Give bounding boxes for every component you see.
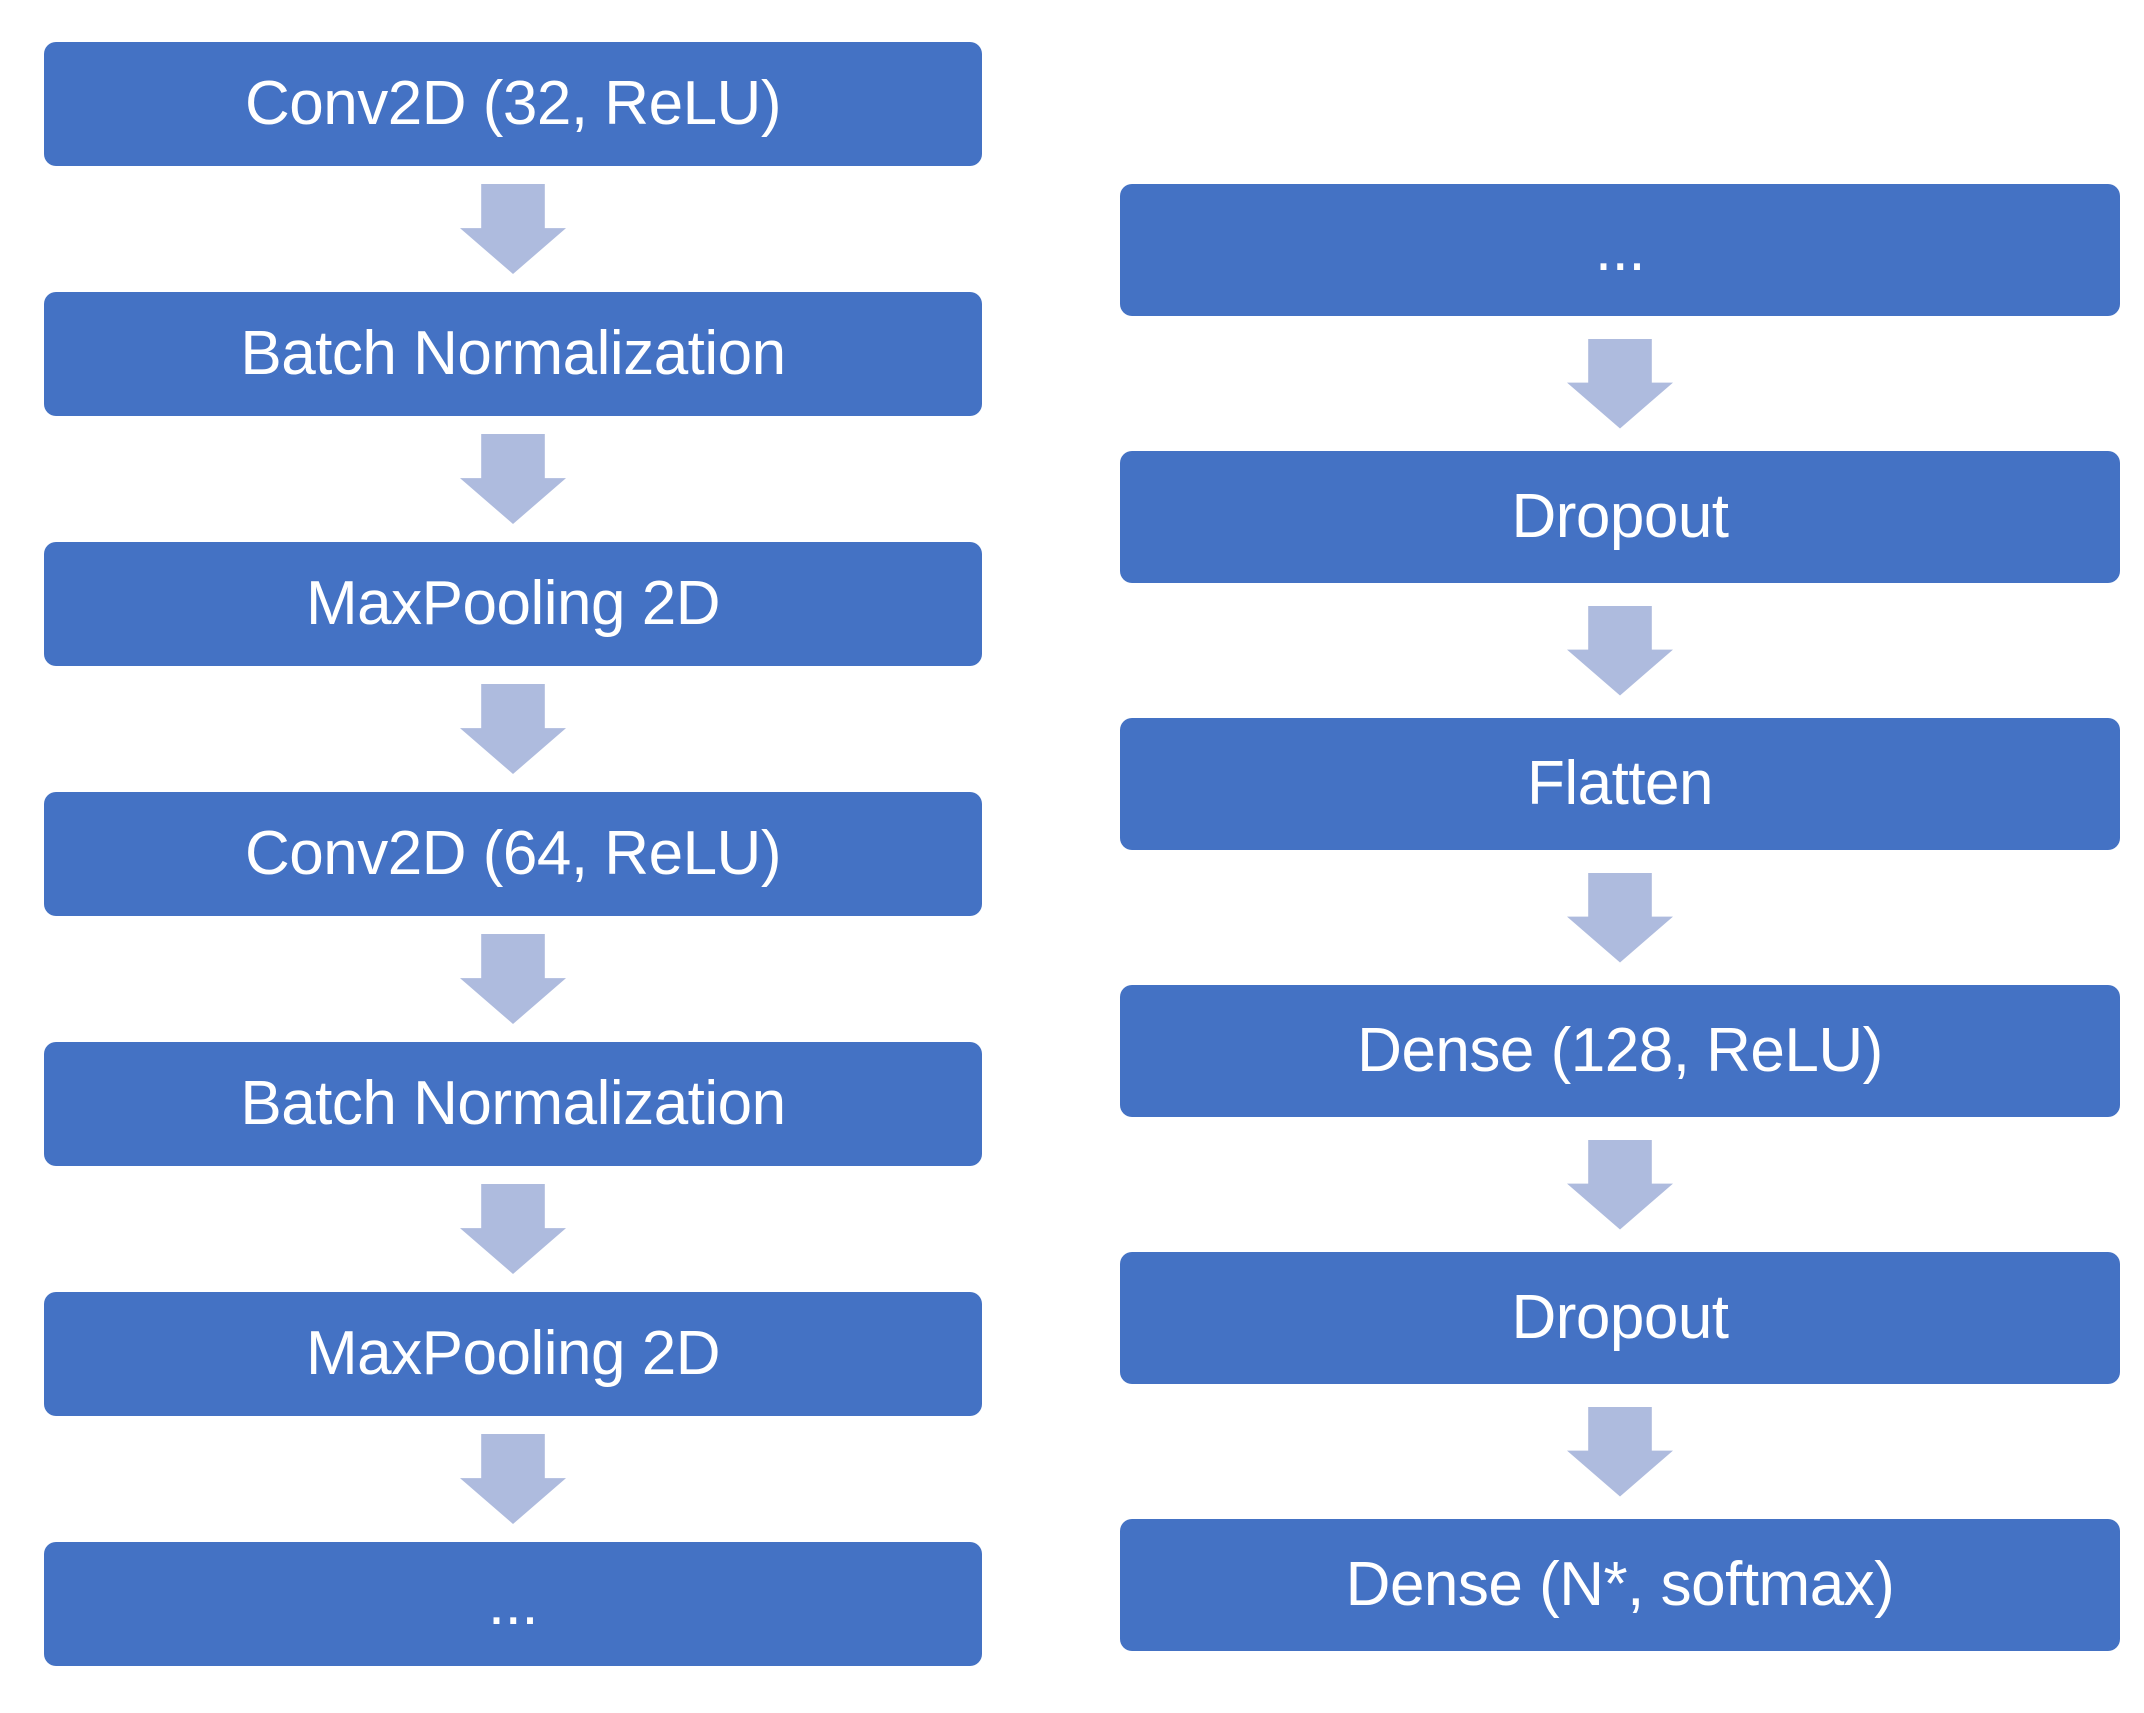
down-arrow-icon	[460, 934, 566, 1024]
layer-label: Batch Normalization	[240, 319, 786, 388]
layer-box: Flatten	[1120, 718, 2120, 850]
connector	[1120, 583, 2120, 718]
connector	[44, 166, 982, 292]
layer-label: ...	[1594, 215, 1646, 284]
down-arrow-icon	[1567, 338, 1673, 429]
layer-label: MaxPooling 2D	[306, 569, 720, 638]
down-arrow-icon	[1567, 605, 1673, 696]
layer-box: Conv2D (64, ReLU)	[44, 792, 982, 916]
layer-label: ...	[487, 1569, 539, 1638]
connector	[44, 666, 982, 792]
down-arrow-icon	[1567, 872, 1673, 963]
down-arrow-icon	[460, 1184, 566, 1274]
connector	[44, 416, 982, 542]
connector	[1120, 316, 2120, 451]
layer-box: MaxPooling 2D	[44, 542, 982, 666]
connector	[1120, 1117, 2120, 1252]
down-arrow-icon	[1567, 1406, 1673, 1497]
layer-box: Dense (N*, softmax)	[1120, 1519, 2120, 1651]
layer-box: MaxPooling 2D	[44, 1292, 982, 1416]
layer-box: Batch Normalization	[44, 292, 982, 416]
layer-label: Dense (N*, softmax)	[1345, 1550, 1895, 1619]
layer-label: Dropout	[1511, 1283, 1729, 1352]
down-arrow-icon	[460, 684, 566, 774]
layer-box: Batch Normalization	[44, 1042, 982, 1166]
layer-box: ...	[1120, 184, 2120, 316]
layer-label: Dropout	[1511, 482, 1729, 551]
down-arrow-icon	[460, 184, 566, 274]
layer-label: Conv2D (32, ReLU)	[245, 69, 781, 138]
connector	[44, 916, 982, 1042]
layer-label: Batch Normalization	[240, 1069, 786, 1138]
connector	[44, 1166, 982, 1292]
down-arrow-icon	[1567, 1139, 1673, 1230]
layer-label: Dense (128, ReLU)	[1357, 1016, 1883, 1085]
down-arrow-icon	[460, 434, 566, 524]
layer-box: ...	[44, 1542, 982, 1666]
layer-box: Dense (128, ReLU)	[1120, 985, 2120, 1117]
layer-box: Dropout	[1120, 1252, 2120, 1384]
layer-box: Dropout	[1120, 451, 2120, 583]
connector	[1120, 1384, 2120, 1519]
layer-label: Conv2D (64, ReLU)	[245, 819, 781, 888]
layer-label: MaxPooling 2D	[306, 1319, 720, 1388]
layer-label: Flatten	[1526, 749, 1714, 818]
connector	[44, 1416, 982, 1542]
layer-box: Conv2D (32, ReLU)	[44, 42, 982, 166]
down-arrow-icon	[460, 1434, 566, 1524]
connector	[1120, 850, 2120, 985]
